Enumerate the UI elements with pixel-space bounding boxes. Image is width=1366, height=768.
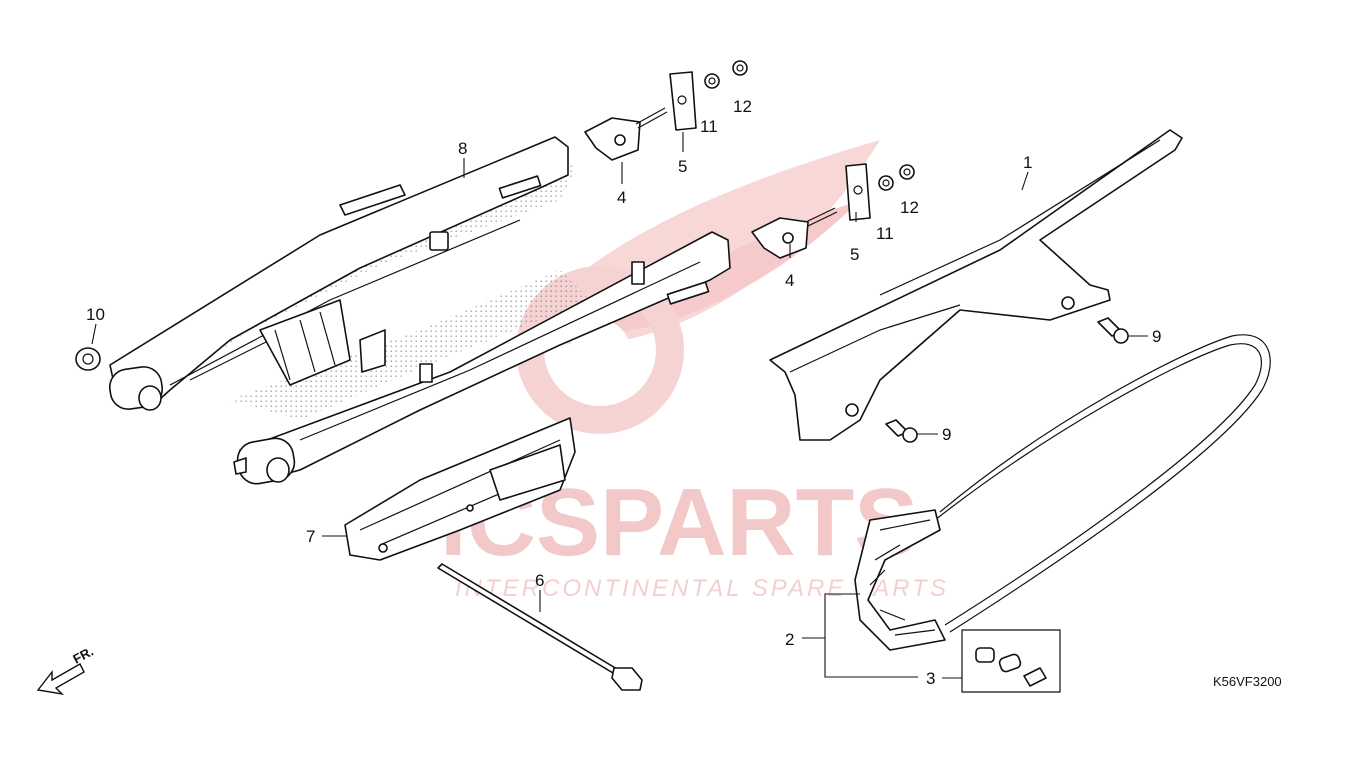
callout-3: 3: [926, 669, 935, 688]
part-4-adjuster-right: [751, 207, 838, 259]
callout-4-right: 4: [785, 271, 794, 290]
callout-2: 2: [785, 630, 794, 649]
diagram-code: K56VF3200: [1213, 674, 1282, 689]
part-9-bolt-lower: [885, 419, 918, 443]
front-direction-label: FR.: [70, 644, 96, 667]
callout-9-upper: 9: [1152, 327, 1161, 346]
part-11-nut-right: [878, 175, 894, 191]
callout-5-right: 5: [850, 245, 859, 264]
part-8-swingarm: [108, 136, 590, 420]
callout-10: 10: [86, 305, 105, 324]
callout-11-right: 11: [876, 224, 894, 243]
part-4-adjuster-left: [584, 107, 668, 161]
part-12-nut-right: [899, 164, 915, 180]
part-7-chain-slider: [344, 417, 576, 561]
callout-7: 7: [306, 527, 315, 546]
part-3-joint-kit: [961, 629, 1061, 693]
part-11-nut-left: [704, 73, 720, 89]
callout-1: 1: [1023, 153, 1032, 172]
part-1-chain-case: [769, 129, 1183, 441]
part-10-collar: [75, 347, 101, 371]
callout-5-left: 5: [678, 157, 687, 176]
part-5-plate-right: [845, 163, 871, 221]
callout-12-left: 12: [733, 97, 752, 116]
front-direction-arrow-icon: FR.: [36, 644, 96, 696]
part-9-bolt-upper: [1097, 317, 1129, 344]
callout-4-left: 4: [617, 188, 626, 207]
callout-12-right: 12: [900, 198, 919, 217]
part-5-plate-left: [669, 71, 697, 131]
part-swingarm-lower: [233, 231, 731, 485]
part-6-pivot-bolt: [437, 563, 643, 691]
part-2-drive-chain: [854, 334, 1271, 651]
callout-9-lower: 9: [942, 425, 951, 444]
callout-6: 6: [535, 571, 544, 590]
part-12-nut-left: [732, 60, 748, 76]
callout-11-left: 11: [700, 117, 718, 136]
callout-labels: 1 2 3 4 4 5 5 6 7 8 9 9 10 11 11 12 12: [86, 97, 1161, 688]
leader-lines: [91, 132, 1148, 679]
callout-8: 8: [458, 139, 467, 158]
